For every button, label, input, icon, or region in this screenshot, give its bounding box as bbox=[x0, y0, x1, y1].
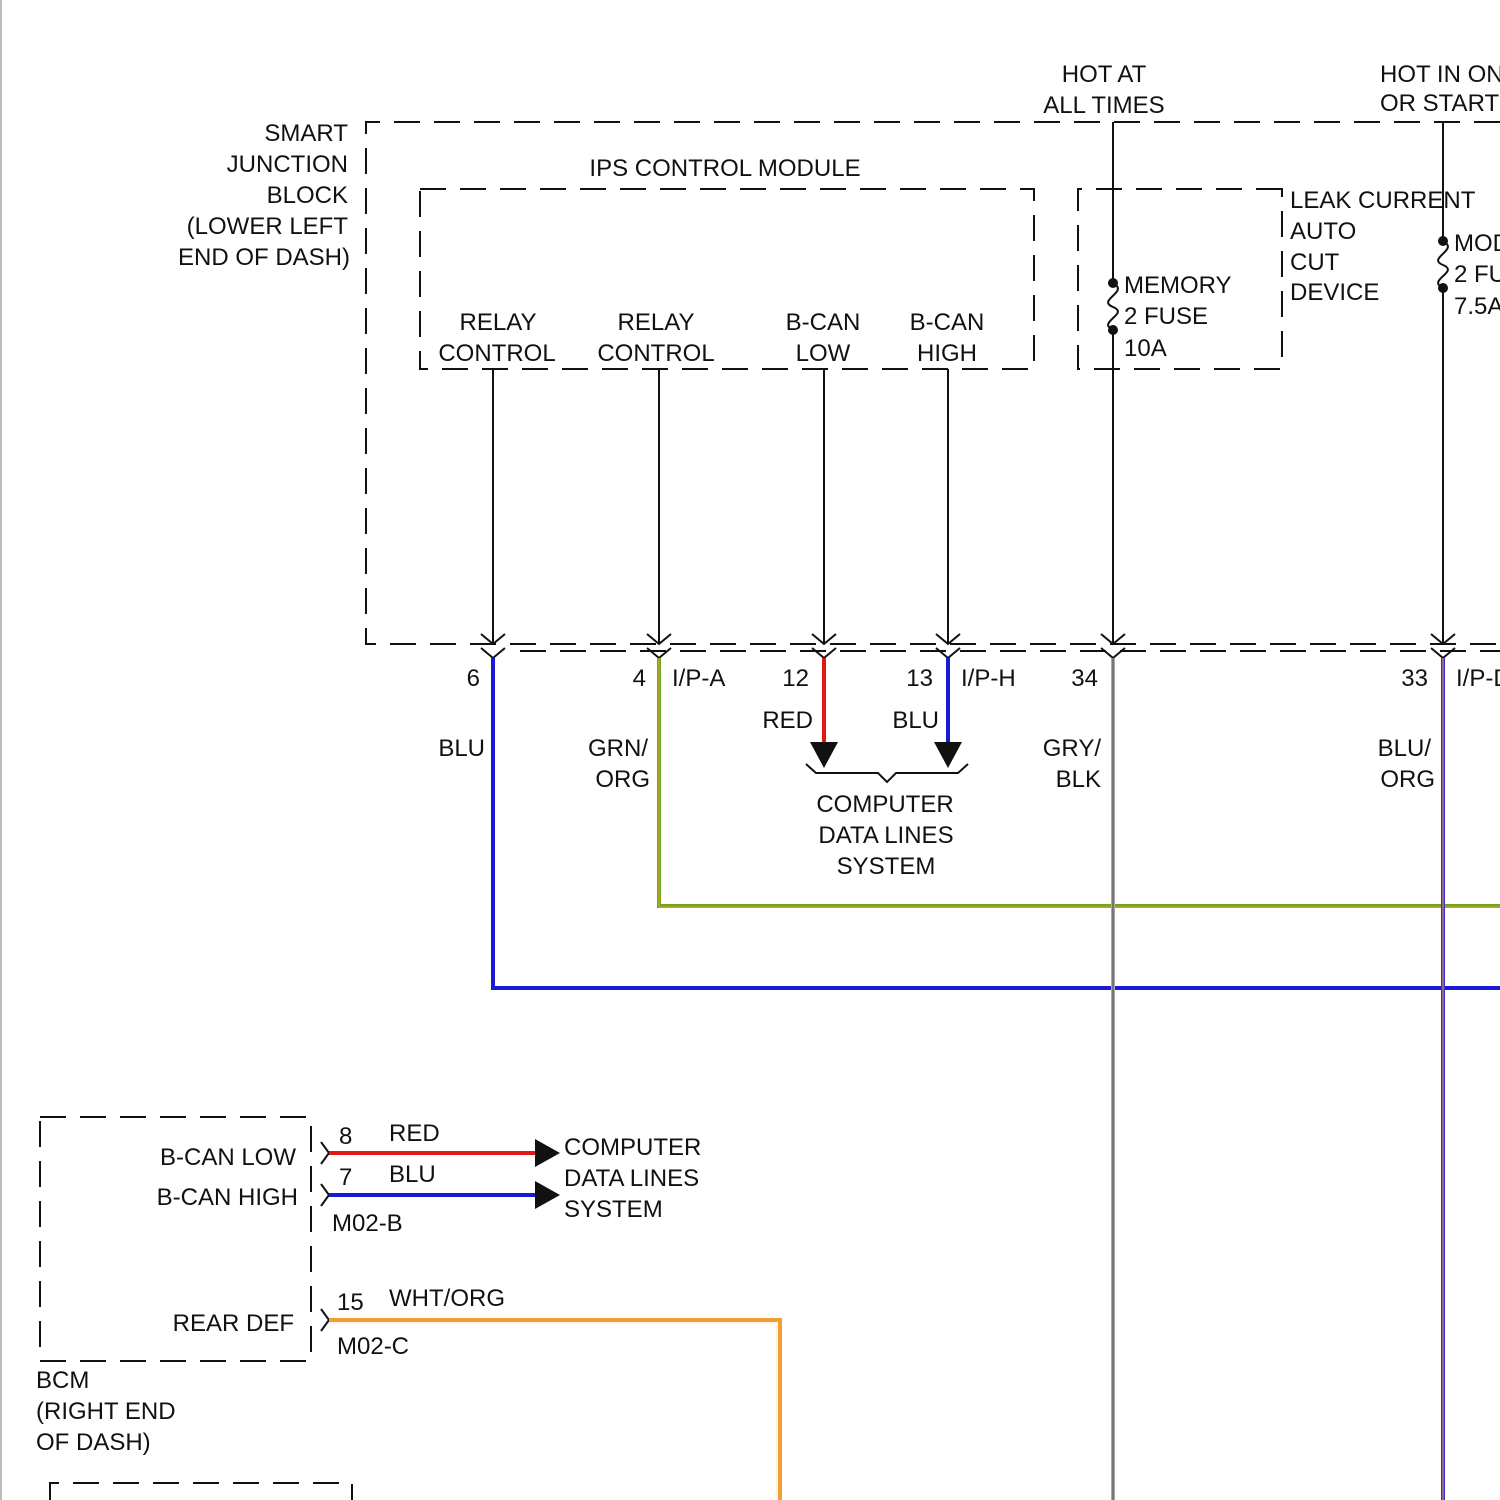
label-blu: BLU bbox=[438, 735, 485, 762]
sjb-label-1: SMART bbox=[264, 120, 348, 147]
bcm-arrow-blu bbox=[535, 1181, 560, 1209]
bcm-wire-blu-label: BLU bbox=[389, 1161, 436, 1188]
cdl-top-line1: COMPUTER bbox=[816, 791, 953, 818]
ips-terminal-1-line2: CONTROL bbox=[438, 340, 555, 367]
wire-blu bbox=[493, 658, 1500, 988]
sjb-label-5: END OF DASH) bbox=[178, 244, 350, 271]
bcm-bcan-low: B-CAN LOW bbox=[160, 1144, 296, 1171]
bcm-pin7-mark bbox=[321, 1184, 329, 1206]
bcm-label-1: BCM bbox=[36, 1367, 89, 1394]
cdl-brace bbox=[806, 764, 968, 782]
label-gry-blk-1: GRY/ bbox=[1043, 735, 1102, 762]
bcm-pin-7: 7 bbox=[339, 1164, 352, 1191]
ips-terminal-3-line2: LOW bbox=[796, 340, 851, 367]
bcm-pin-8: 8 bbox=[339, 1123, 352, 1150]
bcm-cdl-line3: SYSTEM bbox=[564, 1196, 663, 1223]
bcm-cdl-line2: DATA LINES bbox=[564, 1165, 699, 1192]
arrow-bcan-high bbox=[934, 742, 962, 768]
bcm-pin-15: 15 bbox=[337, 1289, 364, 1316]
bcm-rear-def: REAR DEF bbox=[173, 1310, 294, 1337]
sjb-label-2: JUNCTION bbox=[227, 151, 348, 178]
bcm-wire-red-label: RED bbox=[389, 1120, 440, 1147]
memory-fuse-line2: 2 FUSE bbox=[1124, 303, 1208, 330]
label-gry-blk-2: BLK bbox=[1056, 766, 1101, 793]
module-fuse-line1: MOD bbox=[1454, 230, 1500, 257]
hot-at-all-times-line2: ALL TIMES bbox=[1043, 92, 1164, 119]
ips-terminal-1-line1: RELAY bbox=[460, 309, 537, 336]
bcm-label-3: OF DASH) bbox=[36, 1429, 151, 1456]
bcm-bcan-high: B-CAN HIGH bbox=[157, 1184, 298, 1211]
connector-ip-a: I/P-A bbox=[672, 665, 725, 692]
bcm-cdl-line1: COMPUTER bbox=[564, 1134, 701, 1161]
ips-terminal-4-line2: HIGH bbox=[917, 340, 977, 367]
leak-device-line2: AUTO bbox=[1290, 218, 1356, 245]
bcm-connector-m02b: M02-B bbox=[332, 1210, 403, 1237]
cdl-top-line3: SYSTEM bbox=[837, 853, 936, 880]
label-blu-2: BLU bbox=[892, 707, 939, 734]
label-grn-org-1: GRN/ bbox=[588, 735, 648, 762]
hot-in-on-line2: OR START bbox=[1380, 90, 1499, 117]
memory-fuse-line1: MEMORY bbox=[1124, 272, 1232, 299]
ips-terminal-2-line1: RELAY bbox=[618, 309, 695, 336]
module-fuse-line3: 7.5A bbox=[1454, 293, 1500, 320]
cdl-top-line2: DATA LINES bbox=[818, 822, 953, 849]
ips-terminal-2-line2: CONTROL bbox=[597, 340, 714, 367]
sjb-label-4: (LOWER LEFT bbox=[187, 213, 349, 240]
pin-6: 6 bbox=[467, 665, 480, 692]
pin-34: 34 bbox=[1071, 665, 1098, 692]
connector-ip-d: I/P-D bbox=[1456, 665, 1500, 692]
label-red: RED bbox=[762, 707, 813, 734]
pin-12: 12 bbox=[782, 665, 809, 692]
label-grn-org-2: ORG bbox=[595, 766, 650, 793]
leak-device-line3: CUT bbox=[1290, 249, 1340, 276]
bcm-label-2: (RIGHT END bbox=[36, 1398, 176, 1425]
memory-fuse-symbol bbox=[1106, 278, 1120, 335]
bcm-wire-wht-org-label: WHT/ORG bbox=[389, 1285, 505, 1312]
hot-at-all-times-line1: HOT AT bbox=[1062, 61, 1147, 88]
hot-in-on-line1: HOT IN ON bbox=[1380, 61, 1500, 88]
pin-4: 4 bbox=[633, 665, 646, 692]
label-blu-org-2: ORG bbox=[1380, 766, 1435, 793]
pin-33: 33 bbox=[1401, 665, 1428, 692]
bcm-pin15-mark bbox=[321, 1309, 329, 1331]
lower-component-outline bbox=[50, 1483, 352, 1500]
bcm-connector-m02c: M02-C bbox=[337, 1333, 409, 1360]
ips-module-title: IPS CONTROL MODULE bbox=[589, 155, 860, 182]
module-fuse-symbol bbox=[1436, 236, 1450, 293]
connector-ip-h: I/P-H bbox=[961, 665, 1016, 692]
ips-terminal-4-line1: B-CAN bbox=[910, 309, 985, 336]
bcm-pin8-mark bbox=[321, 1142, 329, 1164]
sjb-label-3: BLOCK bbox=[267, 182, 348, 209]
module-fuse-line2: 2 FU bbox=[1454, 261, 1500, 288]
sjb-connector-marks bbox=[481, 634, 1455, 658]
leak-device-line1: LEAK CURRENT bbox=[1290, 187, 1476, 214]
ips-terminal-3-line1: B-CAN bbox=[786, 309, 861, 336]
leak-device-line4: DEVICE bbox=[1290, 279, 1379, 306]
arrow-bcan-low bbox=[810, 742, 838, 768]
bcm-arrow-red bbox=[535, 1139, 560, 1167]
label-blu-org-1: BLU/ bbox=[1378, 735, 1432, 762]
memory-fuse-line3: 10A bbox=[1124, 335, 1167, 362]
pin-13: 13 bbox=[906, 665, 933, 692]
